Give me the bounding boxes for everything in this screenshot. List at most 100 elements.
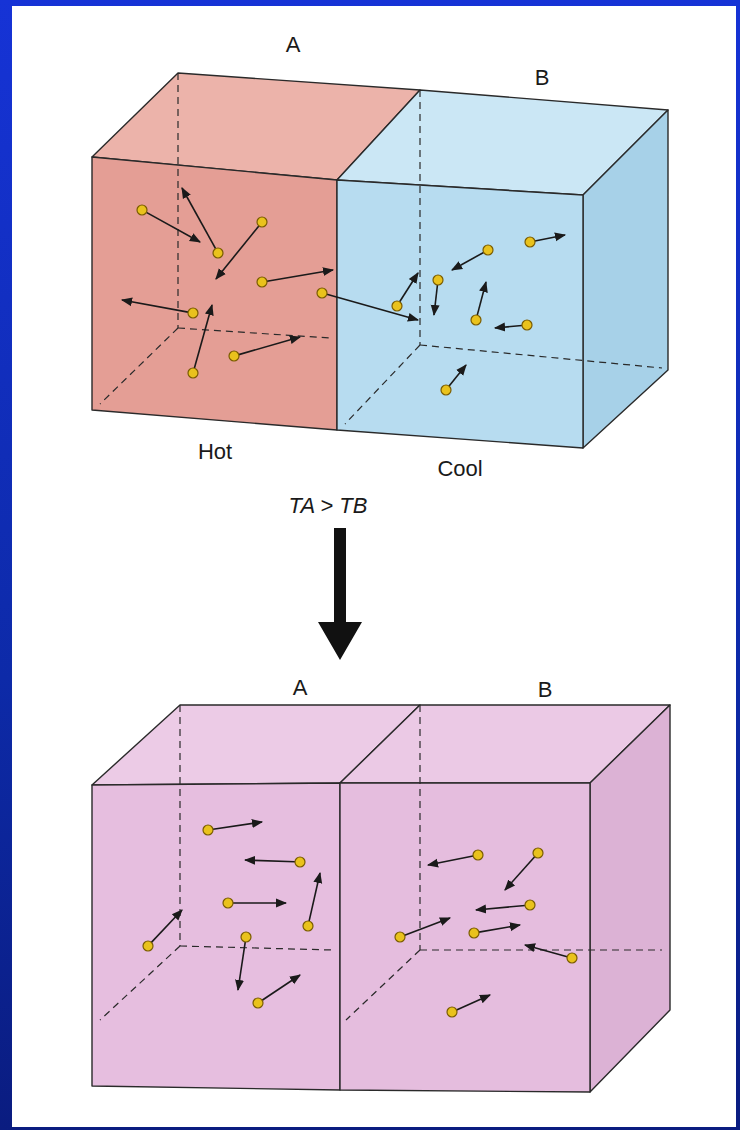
molecule-dot	[253, 998, 263, 1008]
container-cube-half: A	[80, 668, 350, 1108]
gas-molecule	[495, 320, 532, 330]
cube-face	[92, 783, 340, 1090]
velocity-arrow	[233, 902, 286, 904]
velocity-arrow	[449, 365, 466, 386]
velocity-arrow	[245, 860, 295, 862]
gas-molecule	[395, 918, 450, 942]
hidden-edge	[179, 705, 180, 946]
hidden-edge	[419, 90, 420, 345]
cube-outline	[80, 28, 350, 488]
velocity-arrow	[457, 995, 490, 1010]
molecule-dot	[567, 953, 577, 963]
compartment-letter: A	[286, 33, 301, 57]
gas-molecule	[476, 900, 535, 910]
velocity-arrow	[267, 270, 333, 281]
molecule-dot	[203, 825, 213, 835]
velocity-arrow	[309, 873, 320, 921]
molecule-dot	[483, 245, 493, 255]
gas-molecule	[303, 873, 320, 931]
cube-face	[340, 783, 590, 1092]
cube-face	[92, 157, 337, 430]
gas-molecule	[469, 925, 520, 938]
molecule-dot	[433, 275, 443, 285]
hidden-edge	[100, 946, 180, 1020]
gas-molecule	[525, 235, 565, 247]
cube-face	[583, 110, 668, 448]
molecule-dot	[137, 205, 147, 215]
velocity-arrow	[525, 945, 567, 957]
molecule-dot	[213, 248, 223, 258]
gas-molecule	[137, 205, 200, 242]
velocity-arrow	[434, 285, 437, 315]
molecule-dot	[317, 288, 327, 298]
velocity-arrow	[400, 273, 418, 302]
molecule-dot	[392, 301, 402, 311]
velocity-arrow	[239, 337, 300, 355]
hidden-edge	[180, 946, 332, 950]
velocity-arrow	[505, 857, 535, 890]
velocity-arrow	[194, 305, 212, 368]
molecule-dot	[525, 900, 535, 910]
gas-molecule	[216, 217, 267, 279]
velocity-arrow	[477, 282, 486, 315]
molecule-dot	[257, 277, 267, 287]
velocity-arrow	[495, 325, 522, 328]
molecule-dot	[533, 848, 543, 858]
gas-molecule	[447, 995, 490, 1017]
molecule-dot	[143, 941, 153, 951]
container-cube-half: B	[330, 668, 682, 1108]
gas-molecule	[143, 910, 182, 951]
molecule-dot	[229, 351, 239, 361]
hidden-edge	[178, 328, 330, 338]
velocity-arrow	[479, 925, 520, 932]
hidden-edge	[346, 950, 420, 1020]
compartment-letter: A	[293, 676, 308, 700]
compartment-letter: B	[538, 678, 553, 702]
temperature-label: Cool	[437, 457, 482, 481]
velocity-arrow	[535, 235, 565, 241]
hidden-edge	[177, 73, 178, 328]
container-cube-half: BCool	[330, 60, 682, 490]
temperature-label: Hot	[198, 440, 232, 464]
velocity-arrow	[122, 300, 188, 312]
cube-outline	[330, 60, 682, 490]
gas-molecule	[471, 282, 486, 325]
gas-molecule	[203, 822, 262, 835]
gas-molecule	[257, 270, 333, 287]
molecule-dot	[395, 932, 405, 942]
velocity-arrow	[452, 252, 484, 270]
velocity-arrow	[262, 975, 300, 1000]
velocity-arrow	[428, 856, 473, 865]
molecule-dot	[471, 315, 481, 325]
gas-molecule	[452, 245, 493, 270]
molecule-dot	[223, 898, 233, 908]
molecule-dot	[295, 857, 305, 867]
velocity-arrow	[216, 226, 259, 279]
hidden-edge	[419, 705, 420, 950]
temperature-relation: TA > TB	[289, 493, 368, 519]
gas-molecule	[428, 850, 483, 865]
molecule-dot	[525, 237, 535, 247]
hidden-edge	[420, 949, 662, 950]
molecule-dot	[473, 850, 483, 860]
molecule-dot	[447, 1007, 457, 1017]
gas-molecule	[122, 300, 198, 318]
molecule-dot	[469, 928, 479, 938]
velocity-arrow	[182, 188, 216, 249]
molecule-dot	[188, 308, 198, 318]
cube-outline	[80, 668, 350, 1108]
gas-molecule	[433, 275, 443, 315]
molecule-dot	[257, 217, 267, 227]
velocity-arrow	[405, 918, 450, 935]
gas-molecule	[223, 898, 286, 908]
velocity-arrow	[146, 212, 200, 242]
gas-molecule	[188, 305, 212, 378]
velocity-arrow	[327, 294, 418, 320]
container-cube-half: A Hot	[80, 28, 350, 488]
cube-face	[590, 705, 670, 1092]
gas-molecule	[317, 288, 418, 320]
cube-outline	[330, 668, 682, 1108]
gas-molecule	[525, 945, 577, 963]
